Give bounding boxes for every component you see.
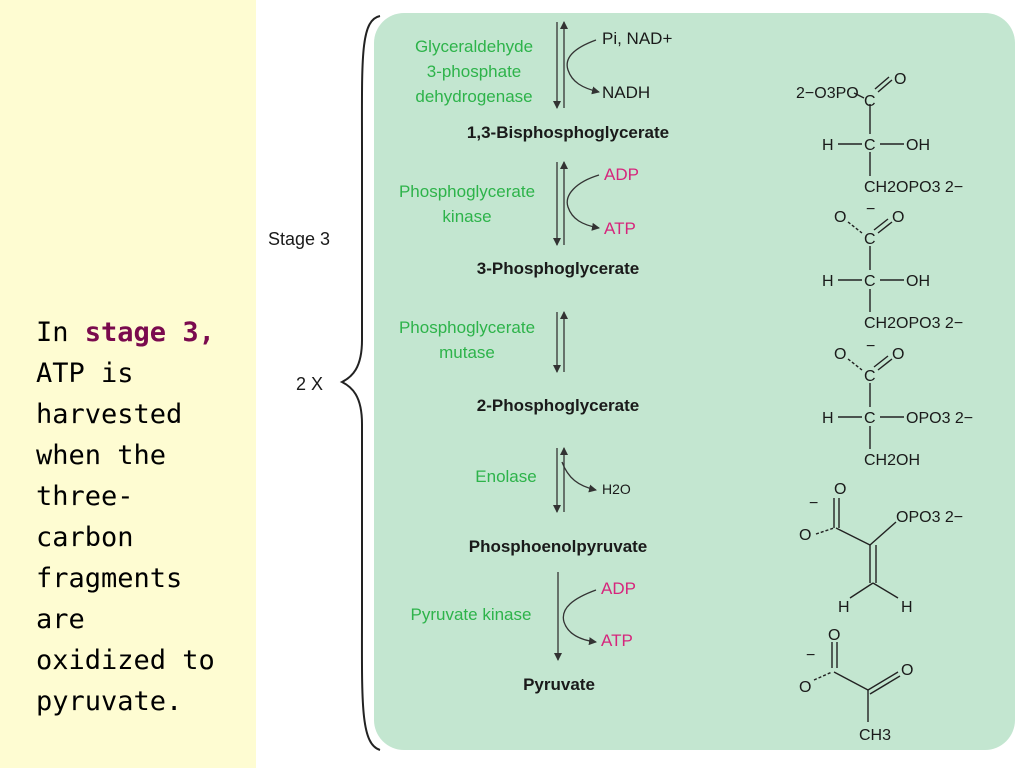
atom-label: OPO3 2− <box>906 410 973 427</box>
enzyme-label: kinase <box>442 207 491 226</box>
enzyme-label: 3-phosphate <box>427 62 522 81</box>
atom-label: O <box>799 679 811 696</box>
water-arc <box>561 461 597 493</box>
cofactor-in: Pi, NAD+ <box>602 29 672 48</box>
atom-label: H <box>822 273 834 290</box>
atom-label: CH2OPO3 2− <box>864 315 963 332</box>
multiplier-label: 2 X <box>296 374 323 394</box>
water-out: H2O <box>602 481 631 497</box>
atom-label: C <box>864 273 876 290</box>
product-name: 1,3-Bisphosphoglycerate <box>467 123 669 142</box>
product-name: 2-Phosphoglycerate <box>477 396 640 415</box>
atom-label: O <box>799 527 811 544</box>
enzyme-label: dehydrogenase <box>415 87 532 106</box>
atom-label: − <box>866 201 875 218</box>
atom-label: O <box>834 481 846 498</box>
caption-line: carbon <box>36 522 134 553</box>
atom-label: OPO3 2− <box>896 509 963 526</box>
caption-prefix: In <box>36 317 85 348</box>
atom-label: − <box>866 338 875 355</box>
atom-label: O <box>834 346 846 363</box>
step-pyruvate-kinase: Pyruvate kinase ADP ATP Pyruvate <box>411 572 636 694</box>
enzyme-label: Phosphoglycerate <box>399 318 535 337</box>
atom-label: H <box>838 599 850 616</box>
structure-bonds <box>813 76 904 722</box>
atom-label: CH2OH <box>864 452 920 469</box>
stage-label: Stage 3 <box>268 229 330 249</box>
caption-text: In stage 3, ATP is harvested when the th… <box>36 312 251 722</box>
atom-label: H <box>822 410 834 427</box>
atom-label: − <box>806 647 815 664</box>
caption-line: harvested <box>36 399 183 430</box>
cofactor-out: ATP <box>604 219 636 238</box>
cofactor-in: ADP <box>604 165 639 184</box>
atom-label: H <box>901 599 913 616</box>
atom-label: C <box>864 368 876 385</box>
stage-brace <box>339 15 381 751</box>
atom-label: O <box>828 627 840 644</box>
atom-label: H <box>822 137 834 154</box>
atom-label: CH2OPO3 2− <box>864 179 963 196</box>
cofactor-arc <box>566 39 600 95</box>
atom-label: C <box>864 410 876 427</box>
cofactor-arc <box>562 589 597 646</box>
cofactor-out: NADH <box>602 83 650 102</box>
atom-label: 2−O3PO <box>796 85 859 102</box>
atom-label: O <box>901 662 913 679</box>
enzyme-label: Enolase <box>475 467 536 486</box>
structure-atoms: 2−O3PO O C H C OH CH2OPO3 2− O − O C H C… <box>796 71 973 744</box>
step-enolase: Enolase H2O Phosphoenolpyruvate <box>469 447 648 556</box>
glycolysis-stage3-figure: Stage 3 2 X Glyceraldehyde 3-phosphate d… <box>256 0 1024 768</box>
cofactor-arc <box>566 174 600 231</box>
green-panel <box>374 13 1015 750</box>
step-pgk: Phosphoglycerate kinase ADP ATP 3-Phosph… <box>399 161 640 278</box>
atom-label: O <box>894 71 906 88</box>
caption-line: pyruvate. <box>36 686 183 717</box>
atom-label: CH3 <box>859 727 891 744</box>
atom-label: C <box>864 137 876 154</box>
atom-label: OH <box>906 273 930 290</box>
product-name: Pyruvate <box>523 675 595 694</box>
pathway-diagram: Stage 3 2 X Glyceraldehyde 3-phosphate d… <box>268 13 1015 751</box>
product-name: Phosphoenolpyruvate <box>469 537 648 556</box>
atom-label: − <box>809 495 818 512</box>
step-gapdh: Glyceraldehyde 3-phosphate dehydrogenase… <box>415 21 672 142</box>
atom-label: C <box>864 231 876 248</box>
caption-line: oxidized to <box>36 645 215 676</box>
caption-highlight: stage 3, <box>84 317 215 348</box>
atom-label: O <box>834 209 846 226</box>
atom-label: O <box>892 346 904 363</box>
atom-label: O <box>892 209 904 226</box>
left-caption-panel: In stage 3, ATP is harvested when the th… <box>0 0 256 768</box>
enzyme-label: Pyruvate kinase <box>411 605 532 624</box>
atom-label: C <box>864 93 876 110</box>
caption-line: three- <box>36 481 134 512</box>
caption-line: when the <box>36 440 167 471</box>
enzyme-label: Glyceraldehyde <box>415 37 533 56</box>
cofactor-in: ADP <box>601 579 636 598</box>
atom-label: OH <box>906 137 930 154</box>
enzyme-label: mutase <box>439 343 495 362</box>
caption-line: are <box>36 604 85 635</box>
cofactor-out: ATP <box>601 631 633 650</box>
product-name: 3-Phosphoglycerate <box>477 259 640 278</box>
enzyme-label: Phosphoglycerate <box>399 182 535 201</box>
caption-line: fragments <box>36 563 183 594</box>
caption-line: ATP is <box>36 358 134 389</box>
step-pgm: Phosphoglycerate mutase 2-Phosphoglycera… <box>399 311 640 415</box>
